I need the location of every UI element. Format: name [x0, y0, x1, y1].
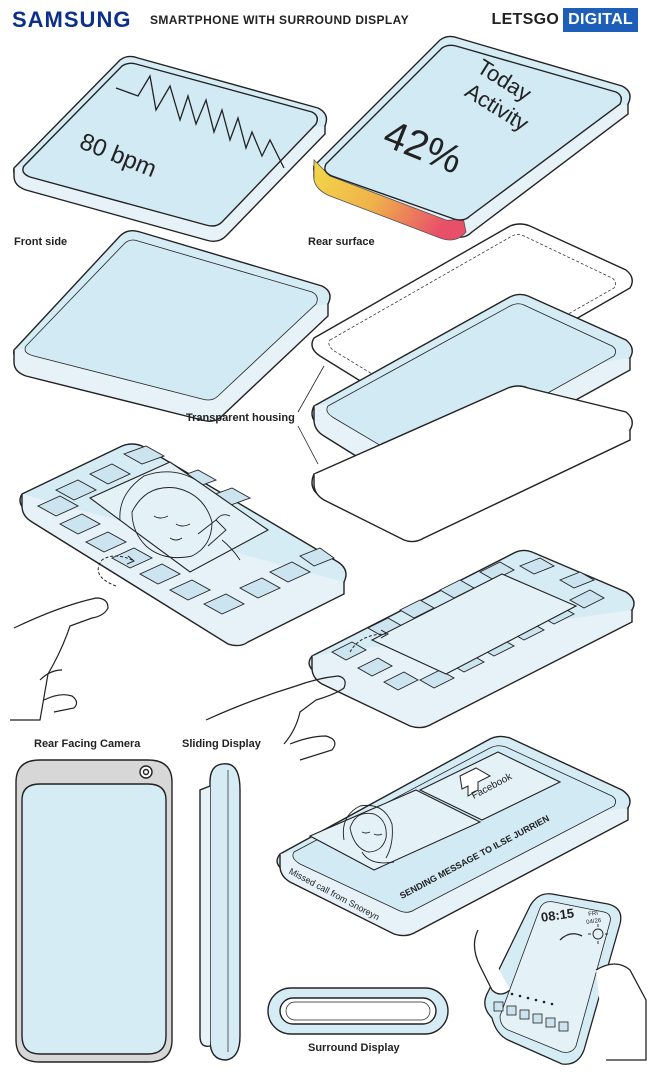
header: SAMSUNG SMARTPHONE WITH SURROUND DISPLAY… [0, 0, 648, 40]
phone-side-view [199, 763, 241, 1061]
hand-left [10, 597, 109, 721]
logo-right-text: DIGITAL [563, 8, 638, 32]
phone-rear-camera-front [15, 759, 173, 1063]
photo-frame [88, 461, 270, 573]
phone-plain [13, 229, 331, 423]
surround-display-ring [267, 987, 449, 1035]
girl-portrait-sketch [342, 804, 395, 864]
phone-hand-clock [473, 893, 647, 1065]
weather-sun-icon [588, 924, 608, 944]
samsung-logo: SAMSUNG [12, 7, 132, 32]
gradient-edge [313, 159, 467, 241]
transparent-housing-exploded [297, 223, 633, 543]
photo-tile [308, 789, 482, 871]
page-title: SMARTPHONE WITH SURROUND DISPLAY [150, 13, 410, 27]
label-rear-facing-camera: Rear Facing Camera [34, 738, 141, 750]
logo-left-text: LETSGO [491, 11, 560, 28]
sliding-screen [370, 573, 578, 675]
phone-messaging [276, 735, 631, 937]
letsgodigital-logo: LETSGO DIGITAL [491, 8, 638, 32]
hand-right [205, 675, 346, 761]
phone-front-side [13, 55, 328, 243]
label-surround-display: Surround Display [308, 1042, 400, 1054]
phone-rear-camera-face [19, 443, 347, 647]
phone-rear-surface [313, 35, 631, 241]
sleeping-face-sketch [119, 471, 241, 561]
facebook-logo-icon [459, 767, 492, 797]
swipe-arrow [97, 555, 133, 587]
label-sliding-display: Sliding Display [182, 738, 261, 750]
heartbeat-wave [115, 74, 285, 169]
app-dock-icons [493, 1001, 569, 1032]
page-dots [510, 992, 554, 1006]
label-transparent-housing: Transparent housing [186, 412, 295, 424]
phone-sliding-display [308, 549, 635, 729]
label-rear-surface: Rear surface [308, 236, 375, 248]
facebook-tile [418, 751, 562, 821]
label-front-side: Front side [14, 236, 68, 248]
